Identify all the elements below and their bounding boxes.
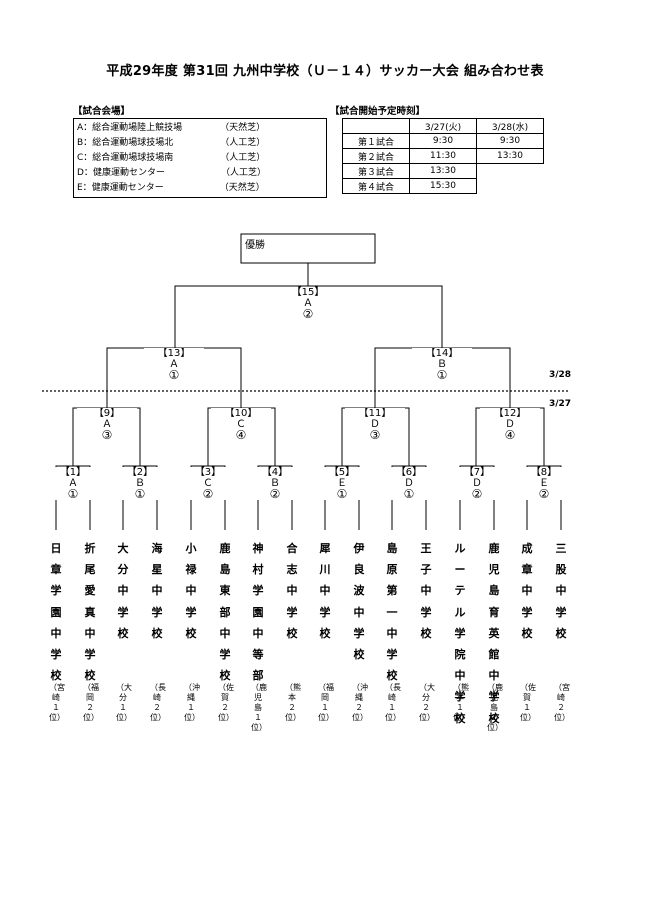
team-prefecture: （長崎２位） [150, 683, 166, 722]
venue-row: E：健康運動センター（天然芝） [77, 183, 265, 193]
champion-label: 優勝 [245, 240, 265, 251]
team-prefecture: （宮崎１位） [49, 683, 65, 722]
venue-row: B：総合運動場球技場北（人工芝） [77, 138, 266, 148]
team-name: 成章中学校 [521, 542, 533, 640]
team-prefecture: （大分１位） [116, 683, 132, 722]
team-name: 鹿島東部中学校 [219, 542, 231, 683]
team-prefecture: （熊本１位） [453, 683, 469, 722]
team-prefecture: （鹿児島２位） [487, 683, 503, 732]
team-name: 伊良波中学校 [353, 542, 365, 662]
team-name: 犀川中学校 [319, 542, 331, 640]
team-name: 折尾愛真中学校 [84, 542, 96, 683]
date-label: 3/27 [549, 399, 572, 409]
schedule-header: 【試合開始予定時刻】 [330, 106, 426, 117]
team-name: 島原第一中学校 [386, 542, 398, 683]
team-name: ルーテル学院中学校 [454, 542, 466, 725]
team-prefecture: （熊本２位） [285, 683, 301, 722]
team-name: 大分中学校 [117, 542, 129, 640]
venue-row: D：健康運動センター（人工芝） [77, 168, 266, 178]
team-name: 神村学園中等部 [252, 542, 264, 683]
team-prefecture: （鹿児島１位） [251, 683, 267, 732]
venues-box: A：総合運動場陸上競技場（天然芝） B：総合運動場球技場北（人工芝） C：総合運… [73, 118, 327, 198]
venues-header: 【試合会場】 [73, 106, 131, 117]
schedule-time: 15:30 [409, 178, 477, 194]
venue-row: A：総合運動場陸上競技場（天然芝） [77, 123, 266, 133]
team-prefecture: （佐賀２位） [218, 683, 234, 722]
team-prefecture: （沖縄１位） [184, 683, 200, 722]
team-name: 海星中学校 [151, 542, 163, 640]
team-prefecture: （長崎１位） [385, 683, 401, 722]
team-name: 日章学園中学校 [50, 542, 62, 683]
schedule-time: 13:30 [409, 163, 477, 179]
venue-row: C：総合運動場球技場南（人工芝） [77, 153, 266, 163]
team-prefecture: （沖縄２位） [352, 683, 368, 722]
schedule-table: 3/27(火) 3/28(水) 第１試合 9:30 9:30 第２試合 11:3… [342, 118, 544, 194]
team-name: 小禄中学校 [185, 542, 197, 640]
team-prefecture: （大分２位） [419, 683, 435, 722]
team-prefecture: （宮崎２位） [554, 683, 570, 722]
date-label: 3/28 [549, 370, 572, 380]
team-prefecture: （佐賀１位） [520, 683, 536, 722]
team-name: 鹿児島育英館中学校 [488, 542, 500, 725]
page-title: 平成29年度 第31回 九州中学校（Ｕ－１４）サッカー大会 組み合わせ表 [106, 64, 544, 79]
bracket-line [174, 285, 443, 348]
team-prefecture: （福岡１位） [318, 683, 334, 722]
team-name: 合志中学校 [286, 542, 298, 640]
team-name: 三股中学校 [555, 542, 567, 640]
team-prefecture: （福岡２位） [83, 683, 99, 722]
team-name: 王子中学校 [420, 542, 432, 640]
schedule-time: 13:30 [476, 148, 544, 164]
